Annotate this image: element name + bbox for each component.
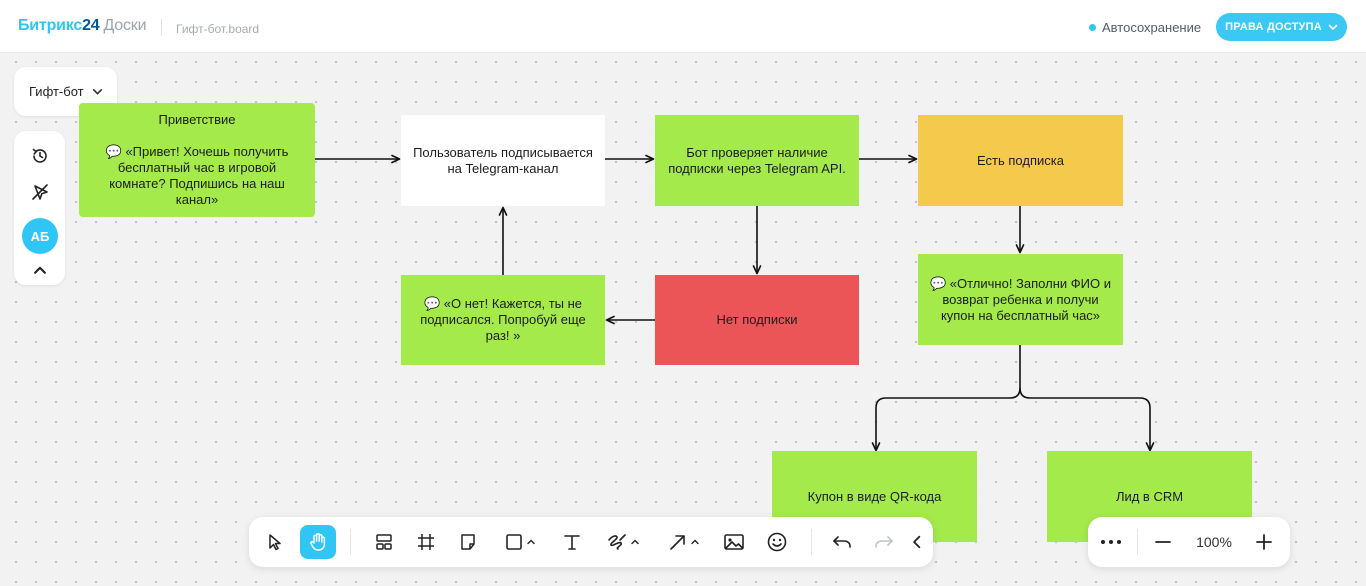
- node-check-text: Бот проверяет наличие подписки через Tel…: [668, 144, 846, 176]
- zoom-controls: 100%: [1088, 517, 1290, 567]
- logo-text: Битрикс: [18, 17, 83, 34]
- smiley-icon: [767, 532, 787, 552]
- text-icon: [564, 535, 580, 550]
- chevron-up-icon[interactable]: [28, 258, 52, 282]
- plus-icon: [1256, 534, 1272, 550]
- left-tools-panel: АБ: [14, 131, 65, 285]
- image-upload-button[interactable]: [721, 525, 747, 559]
- redo-button[interactable]: [871, 525, 897, 559]
- node-retry-message[interactable]: 💬 «О нет! Кажется, ты не подписался. Поп…: [401, 275, 605, 365]
- toolbar-divider: [350, 529, 351, 555]
- board-file-name[interactable]: Гифт-бот.board: [176, 22, 260, 36]
- edge-form-crm: [1019, 387, 1155, 452]
- chevron-up-icon: [527, 539, 535, 545]
- pen-tool-button[interactable]: [601, 525, 645, 559]
- connector-tool-button[interactable]: [663, 525, 705, 559]
- redo-icon: [875, 536, 893, 548]
- undo-icon: [833, 536, 851, 548]
- arrow-diagonal-icon: [670, 535, 685, 550]
- cursor-hide-icon[interactable]: [28, 180, 52, 204]
- board-selector[interactable]: Гифт-бот: [14, 67, 117, 116]
- header-divider: [161, 19, 162, 36]
- edge-form-qr: [871, 345, 1021, 452]
- autosave-status: Автосохранение: [1089, 20, 1201, 35]
- layout-icon: [376, 534, 392, 550]
- cursor-arrow-icon: [269, 534, 281, 551]
- history-icon[interactable]: [28, 144, 52, 168]
- shape-tool-button[interactable]: [499, 525, 541, 559]
- zoom-out-button[interactable]: [1150, 525, 1176, 559]
- frame-icon: [418, 534, 434, 550]
- hand-tool-button[interactable]: [300, 525, 336, 559]
- chevron-down-icon: [92, 86, 103, 97]
- hand-icon: [310, 533, 326, 551]
- undo-button[interactable]: [829, 525, 855, 559]
- node-check-subscription[interactable]: Бот проверяет наличие подписки через Tel…: [655, 115, 859, 206]
- square-shape-icon: [506, 534, 522, 550]
- image-icon: [724, 534, 744, 550]
- bottom-toolbar: [249, 517, 933, 567]
- select-tool-button[interactable]: [261, 525, 287, 559]
- node-greeting-text: 💬 «Привет! Хочешь получить бесплатный ча…: [105, 144, 289, 207]
- logo-product: Доски: [103, 17, 147, 34]
- sticker-tool-button[interactable]: [455, 525, 481, 559]
- sticky-note-icon: [461, 534, 475, 550]
- node-crm-text: Лид в CRM: [1115, 488, 1184, 504]
- pen-scribble-icon: [608, 534, 626, 550]
- autosave-dot-icon: [1089, 24, 1096, 31]
- zoom-in-button[interactable]: [1251, 525, 1277, 559]
- more-dots-icon: [1101, 540, 1121, 544]
- templates-button[interactable]: [371, 525, 397, 559]
- chevron-up-icon: [691, 539, 699, 545]
- collapse-toolbar-button[interactable]: [907, 525, 927, 559]
- emoji-button[interactable]: [764, 525, 790, 559]
- node-has-sub-text: Есть подписка: [977, 152, 1064, 168]
- node-retry-text: 💬 «О нет! Кажется, ты не подписался. Поп…: [420, 296, 586, 343]
- node-subscribe[interactable]: Пользователь подписывается на Telegram-к…: [401, 115, 605, 206]
- node-subscribe-text: Пользователь подписывается на Telegram-к…: [413, 144, 593, 176]
- logo-number: 24: [82, 17, 100, 34]
- chevron-left-icon: [913, 535, 921, 549]
- node-no-sub-text: Нет подписки: [716, 312, 798, 327]
- chevron-up-icon: [631, 539, 639, 545]
- minus-icon: [1155, 541, 1171, 543]
- avatar[interactable]: АБ: [22, 218, 58, 254]
- toolbar-divider: [1137, 529, 1138, 555]
- node-has-subscription[interactable]: Есть подписка: [918, 115, 1123, 206]
- node-qr-text: Купон в виде QR-кода: [807, 488, 942, 504]
- node-no-subscription[interactable]: Нет подписки: [655, 275, 859, 365]
- chevron-down-icon: [1328, 24, 1338, 30]
- toolbar-divider: [811, 529, 812, 555]
- node-greeting[interactable]: Приветствие 💬 «Привет! Хочешь получить б…: [79, 103, 315, 217]
- node-greeting-title: Приветствие: [158, 112, 236, 127]
- node-fill-form-text: 💬 «Отлично! Заполни ФИО и возврат ребенк…: [930, 275, 1111, 323]
- zoom-level[interactable]: 100%: [1196, 534, 1232, 550]
- text-tool-button[interactable]: [559, 525, 585, 559]
- autosave-label: Автосохранение: [1102, 20, 1202, 35]
- access-rights-label: ПРАВА ДОСТУПА: [1225, 21, 1322, 33]
- board-selector-label: Гифт-бот: [29, 84, 84, 99]
- access-rights-button[interactable]: ПРАВА ДОСТУПА: [1216, 13, 1347, 41]
- more-options-button[interactable]: [1098, 525, 1124, 559]
- frame-tool-button[interactable]: [413, 525, 439, 559]
- node-fill-form[interactable]: 💬 «Отлично! Заполни ФИО и возврат ребенк…: [918, 254, 1123, 345]
